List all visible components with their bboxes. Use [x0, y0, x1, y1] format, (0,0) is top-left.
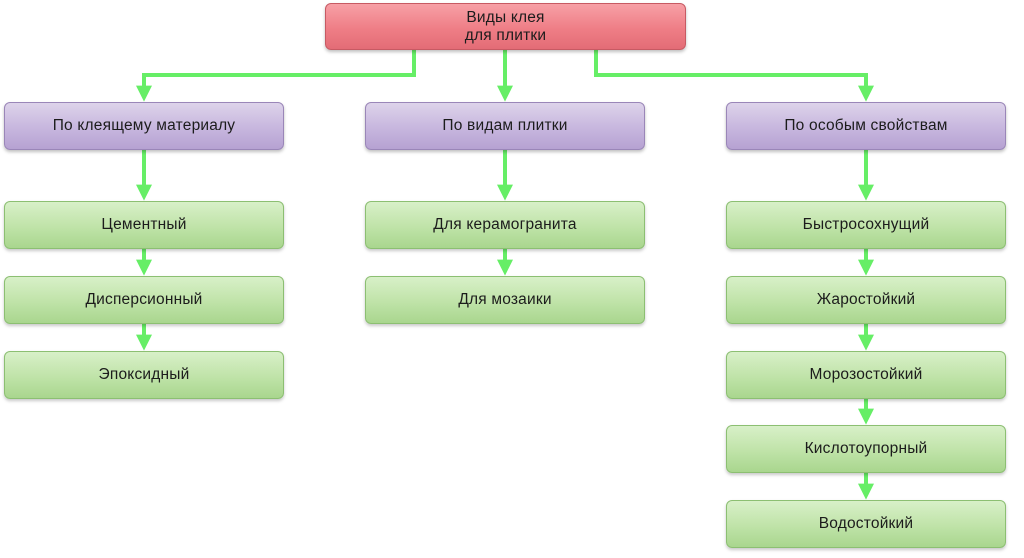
item-label: Эпоксидный: [98, 366, 190, 384]
item-label: Дисперсионный: [85, 291, 203, 309]
category-label: По видам плитки: [442, 117, 568, 135]
item-node-dispersion: Дисперсионный: [4, 276, 284, 324]
item-node-porcelain: Для керамогранита: [365, 201, 645, 249]
arrow-root-to-category-1: [136, 50, 416, 102]
item-label: Для мозаики: [458, 291, 552, 309]
item-node-acid-resistant: Кислотоупорный: [726, 425, 1006, 473]
category-node-tile-types: По видам плитки: [365, 102, 645, 150]
item-node-epoxy: Эпоксидный: [4, 351, 284, 399]
category-label: По клеящему материалу: [52, 117, 236, 135]
item-label: Для керамогранита: [433, 216, 577, 234]
arrow-root-to-category-3: [594, 50, 874, 102]
item-node-water-resistant: Водостойкий: [726, 500, 1006, 548]
item-node-heat-resistant: Жаростойкий: [726, 276, 1006, 324]
item-label: Водостойкий: [818, 515, 914, 533]
root-title-line2: для плитки: [464, 26, 547, 44]
category-node-material: По клеящему материалу: [4, 102, 284, 150]
item-node-cement: Цементный: [4, 201, 284, 249]
item-node-mosaic: Для мозаики: [365, 276, 645, 324]
item-node-frost-resistant: Морозостойкий: [726, 351, 1006, 399]
item-label: Морозостойкий: [809, 366, 923, 384]
root-title-line1: Виды клея: [466, 8, 545, 26]
item-label: Быстросохнущий: [802, 216, 930, 234]
category-label: По особым свойствам: [784, 117, 948, 135]
item-node-quick-drying: Быстросохнущий: [726, 201, 1006, 249]
item-label: Кислотоупорный: [804, 440, 928, 458]
item-label: Жаростойкий: [816, 291, 916, 309]
root-node: Виды клея для плитки: [325, 3, 686, 50]
category-node-special-properties: По особым свойствам: [726, 102, 1006, 150]
item-label: Цементный: [101, 216, 187, 234]
